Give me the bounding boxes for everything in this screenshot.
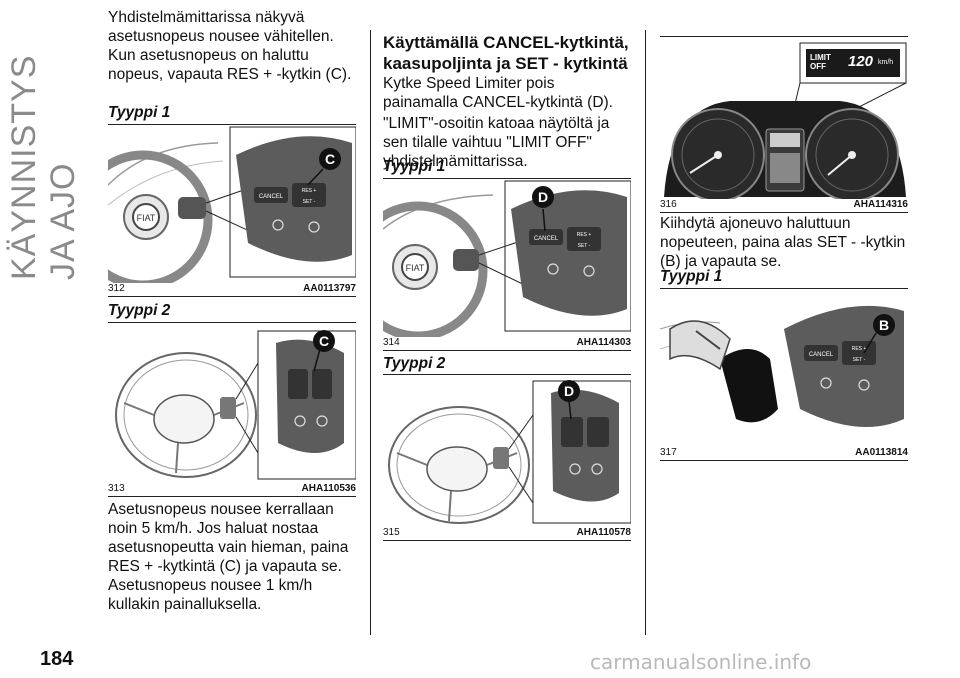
figure-315-number: 315 [383,527,400,538]
col3-paragraph-1: Kiihdytä ajoneuvo haluttuun nopeuteen, p… [660,215,906,270]
column-divider-1 [370,30,371,635]
svg-text:CANCEL: CANCEL [534,236,559,242]
callout-label-d-315: D [563,383,575,399]
svg-text:SET -: SET - [303,199,316,205]
instrument-cluster-illustration-316 [660,37,908,199]
col2-paragraph-1: Kytke Speed Limiter pois painamalla CANC… [383,75,613,111]
figure-316-code: AHA114316 [853,199,908,210]
figure-317-code: AA0113814 [855,447,908,458]
sidebar-chapter-title: KÄYNNISTYS JA AJO [5,54,82,280]
display-limit-off: LIMIT OFF [810,53,831,71]
figure-313-caption: 313 AHA110536 [108,483,356,497]
figure-312-caption: 312 AA0113797 [108,283,356,297]
figure-313: C 313 AHA110536 [108,322,356,497]
steering-switch-illustration-314: FIAT CANCEL RES + SET - [383,179,631,337]
figure-312: FIAT CANCEL RES + SET - C 312 AA0113797 [108,124,356,297]
svg-text:FIAT: FIAT [137,213,156,223]
svg-text:RES +: RES + [577,232,592,238]
col2-type1-label: Tyyppi 1 [383,158,446,175]
section-heading: Käyttämällä CANCEL-kytkintä, kaasupoljin… [383,33,629,73]
steering-wheel-illustration-315 [383,375,631,527]
callout-label-b-317: B [878,317,890,333]
figure-315-code: AHA110578 [576,527,631,538]
figure-314: FIAT CANCEL RES + SET - D 314 AHA114303 [383,178,631,351]
figure-317-number: 317 [660,447,677,458]
col2-type2-label: Tyyppi 2 [383,355,446,372]
svg-text:FIAT: FIAT [406,263,425,273]
figure-315-caption: 315 AHA110578 [383,527,631,541]
col3-type1-label: Tyyppi 1 [660,268,723,285]
figure-316: LIMIT OFF 120 km/h 316 AHA114316 [660,36,908,213]
col2-paragraph-2: "LIMIT"-osoitin katoaa näytöltä ja sen t… [383,115,610,170]
display-limit-label: LIMIT [810,53,831,62]
display-off-label: OFF [810,62,826,71]
figure-315: D 315 AHA110578 [383,374,631,541]
figure-313-code: AHA110536 [301,483,356,494]
figure-314-caption: 314 AHA114303 [383,337,631,351]
col1-type2-label: Tyyppi 2 [108,302,171,319]
hand-pressing-switch-illustration-317: CANCEL RES + SET - [660,289,908,447]
figure-317: CANCEL RES + SET - B 317 AA0113814 [660,288,908,461]
page-number: 184 [40,648,74,670]
steering-switch-illustration-312: FIAT CANCEL RES + SET - [108,125,356,283]
footer-watermark: carmanualsonline.info [590,650,812,674]
svg-text:RES +: RES + [852,346,867,352]
callout-label-c-312: C [324,151,336,167]
callout-badge-c-312 [319,148,341,170]
col1-intro: Yhdistelmämittarissa näkyvä asetusnopeus… [108,9,352,83]
column-divider-2 [645,30,646,635]
svg-text:RES +: RES + [302,188,317,194]
svg-text:SET -: SET - [853,357,866,363]
figure-312-code: AA0113797 [303,283,356,294]
figure-317-caption: 317 AA0113814 [660,447,908,461]
figure-316-number: 316 [660,199,677,210]
display-speed-value: 120 [848,53,874,70]
svg-text:CANCEL: CANCEL [259,194,284,200]
figure-316-caption: 316 AHA114316 [660,199,908,213]
col1-body: Asetusnopeus nousee kerrallaan noin 5 km… [108,501,349,613]
callout-label-c-313: C [318,333,330,349]
steering-wheel-illustration-313 [108,323,356,483]
display-speed-unit: km/h [878,59,894,66]
svg-text:CANCEL: CANCEL [809,352,834,358]
svg-text:SET -: SET - [578,243,591,249]
callout-label-d-314: D [537,189,549,205]
col1-type1-label: Tyyppi 1 [108,104,171,121]
figure-313-number: 313 [108,483,125,494]
figure-312-number: 312 [108,283,125,294]
figure-314-code: AHA114303 [576,337,631,348]
figure-314-number: 314 [383,337,400,348]
